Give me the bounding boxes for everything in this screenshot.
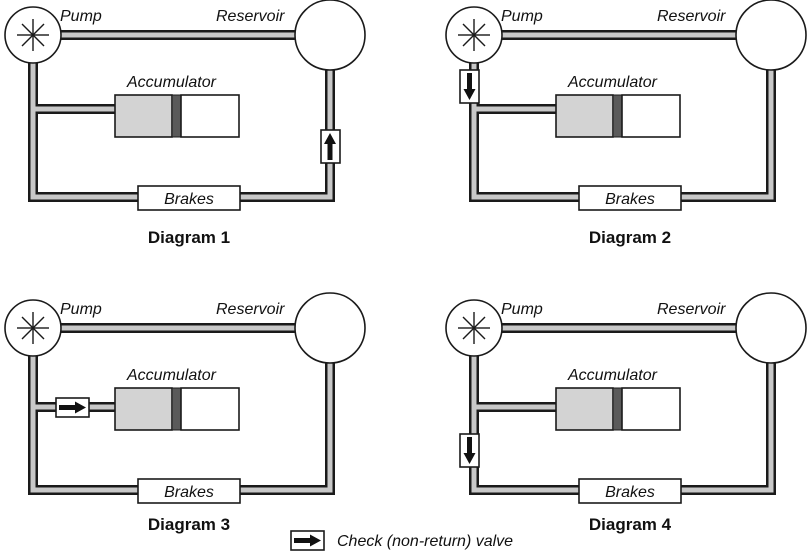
accumulator [555,94,681,138]
reservoir-label: Reservoir [657,8,726,25]
diagram-caption: Diagram 2 [589,228,671,247]
arrow-down-icon [463,437,476,464]
legend: Check (non-return) valve [290,530,513,551]
accumulator-label: Accumulator [126,367,217,384]
arrow-down-icon [463,73,476,100]
accumulator-label: Accumulator [567,367,658,384]
diagram-3: Pump Reservoir Accumulator Brakes Diagra… [4,292,366,534]
check-valve-up [320,129,341,164]
arrow-up-icon [324,133,336,160]
reservoir-label: Reservoir [657,301,726,318]
reservoir-label: Reservoir [216,301,285,318]
brakes-label: Brakes [164,191,214,208]
pump [4,6,62,64]
brakes-box [137,478,241,504]
accumulator-label: Accumulator [126,74,217,91]
pump-impeller-icon [458,312,490,344]
brakes-label: Brakes [605,484,655,501]
diagram-4: Pump Reservoir Accumulator Brakes Diagra… [445,292,807,534]
check-valve-down [459,69,480,104]
pump-label: Pump [501,301,543,318]
accumulator [114,94,240,138]
diagram-caption: Diagram 4 [589,515,672,534]
pump-impeller-icon [17,312,49,344]
reservoir-icon [735,0,807,71]
brakes-box [137,185,241,211]
accumulator-label: Accumulator [567,74,658,91]
brakes-box [578,478,682,504]
pump-label: Pump [501,8,543,25]
check-valve-down [459,433,480,468]
diagram-caption: Diagram 1 [148,228,230,247]
reservoir-icon [294,292,366,364]
legend-check-valve [290,530,325,551]
legend-text: Check (non-return) valve [337,533,513,550]
pump-label: Pump [60,8,102,25]
diagram-1: Pump Reservoir Accumulator Brakes Diagra… [4,0,366,247]
brakes-label: Brakes [605,191,655,208]
reservoir-icon [735,292,807,364]
check-valve-right [55,397,90,418]
arrow-right-icon [59,401,86,414]
reservoir-label: Reservoir [216,8,285,25]
brakes-box [578,185,682,211]
pump-impeller-icon [17,19,49,51]
accumulator [114,387,240,431]
diagram-caption: Diagram 3 [148,515,230,534]
pump [4,299,62,357]
accumulator [555,387,681,431]
diagram-2: Pump Reservoir Accumulator Brakes Diagra… [445,0,807,247]
pump [445,299,503,357]
pump-label: Pump [60,301,102,318]
pump [445,6,503,64]
arrow-right-icon [294,534,321,547]
reservoir-icon [294,0,366,71]
pump-impeller-icon [458,19,490,51]
brakes-label: Brakes [164,484,214,501]
